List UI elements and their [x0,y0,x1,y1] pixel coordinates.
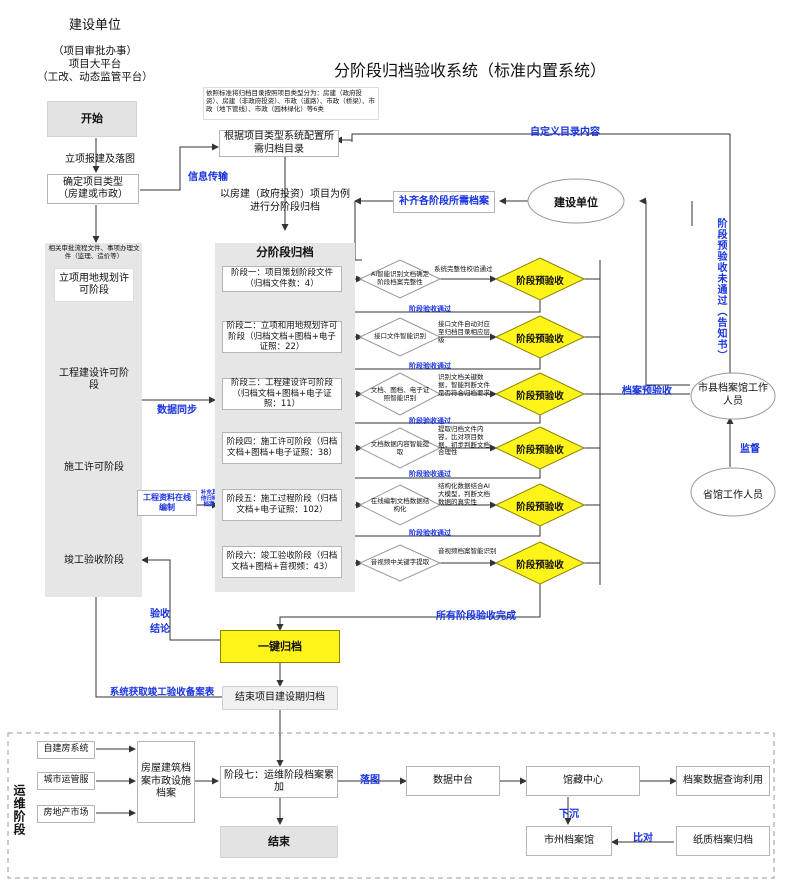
note-1: 系统完整性校验通过 [434,265,493,273]
stage-2-box: 阶段二：立项和用地规划许可阶段（归档文档+图档+电子证照：22） [222,321,342,353]
stage-panel-header: 分阶段归档 [256,245,314,259]
register-label: 立项报建及落图 [65,154,135,165]
approval-panel-header: 相关审批流程文件、事项办理文件（监理、造价等） [48,244,140,260]
acceptance-conclusion-label: 验收结论 [150,609,170,635]
info-transfer-label: 信息传输 [188,172,228,183]
diamond-1-label: AI智能识别文档确定阶段档案完整性 [370,270,430,286]
note-2: 接口文件自动对应至归档目录相应层级 [438,320,490,344]
stage-6-box: 阶段六：竣工验收阶段（归档文档+图档+音视频：43） [222,546,342,578]
note-4: 提取归档文件内容，比对项目数据，初步判断文档合理性 [438,425,490,457]
city-archive-box: 市州档案馆 [526,826,612,856]
ops-side-label: 运维阶段 [12,784,26,836]
stage7-box: 阶段七：运维阶段档案累加 [220,766,338,798]
diamond-5-label: 在线编制文档数据结构化 [370,497,430,513]
pre-accept-1: 阶段预验收 [516,276,564,287]
pass-label-4: 阶段验收通过 [409,470,451,478]
classification-note: 依照标准将归档目录按照项目类型分为：房建（政府投资）、房建（非政府投资）、市政（… [203,87,379,120]
stage-completion-box: 竣工验收阶段 [54,548,134,574]
pre-accept-4: 阶段预验收 [516,445,564,456]
stage-engineering-box: 工程建设许可阶段 [54,365,134,395]
stage-4-box: 阶段四：施工许可阶段（归档文档+图档+电子证照：38） [222,432,342,464]
stage-panel [215,243,355,592]
collection-center-box: 馆藏中心 [526,766,640,796]
top-org-label: 建设单位 [68,18,121,33]
builder-ellipse [527,178,625,224]
data-sync-label: 数据同步 [157,405,197,416]
sink-label: 下沉 [559,809,579,820]
ops-sys1: 自建房系统 [37,741,95,759]
end-archive-box: 结束项目建设期归档 [222,686,338,710]
compare-label: 比对 [633,833,653,844]
page-title: 分阶段归档验收系统（标准内置系统） [333,61,606,80]
diamond-6-label: 音视频中关键字提取 [370,558,430,566]
start-node: 开始 [47,101,137,137]
pass-label-5: 阶段验收通过 [409,529,451,537]
paper-archive-box: 纸质档案归档 [676,826,770,856]
note-5: 结构化数据结合AI大模型，判断文档数据的真实性 [438,482,490,506]
query-box: 档案数据查询利用 [676,766,770,796]
pre-accept-3: 阶段预验收 [516,391,564,402]
diamond-4-label: 文档数据内容智能提取 [370,440,430,456]
pre-accept-6: 阶段预验收 [516,560,564,571]
stage-3-box: 阶段三：工程建设许可阶段（归档文档+图档+电子证照：11） [222,378,342,410]
diamond-2-label: 接口文件智能识别 [374,332,426,340]
archive-pre-accept-label: 档案预验收 [622,386,672,397]
pass-label-1: 阶段验收通过 [409,305,451,313]
builder-label: 建设单位 [554,196,598,209]
pass-label-3: 阶段验收通过 [409,417,451,425]
stage-5-box: 阶段五：施工过程阶段（归档文档+电子证照：102） [222,489,342,521]
approval-panel [45,243,142,597]
archive-staff-label: 市县档案馆工作人员 [698,383,768,407]
note-3: 识别文档关键数据，智能判断文件是否符合归档要求 [438,373,490,397]
supplement-box: 补齐各阶段所需档案 [393,191,495,213]
stage-land-box: 立项用地规划许可阶段 [54,268,134,302]
config-catalog-box: 根据项目类型系统配置所需归档目录 [219,130,339,157]
end-node: 结束 [220,826,338,858]
ops-sys3: 房地产市场 [37,805,95,823]
provincial-staff-label: 省馆工作人员 [703,490,763,501]
one-key-archive-button: 一键归档 [220,630,340,663]
pre-accept-2: 阶段预验收 [516,334,564,345]
stage-1-box: 阶段一：项目策划阶段文件（归档文件数：4） [222,266,342,292]
data-center-box: 数据中台 [406,766,500,796]
ops-sys2: 城市运管服 [37,772,95,790]
not-passed-label: 阶段预验收未通过（告知书） [715,217,726,361]
supplement-small-label: 补充其他归档档案 [200,490,218,509]
all-accepted-label: 所有阶段验收完成 [436,611,516,622]
pre-accept-5: 阶段预验收 [516,502,564,513]
online-compile-box: 工程资料在线编制 [137,490,197,516]
stage-construction-box: 施工许可阶段 [54,455,134,481]
custom-catalog-label: 自定义目录内容 [530,127,600,138]
note-6: 音视频档案智能识别 [438,547,497,555]
pass-label-2: 阶段验收通过 [409,362,451,370]
diamond-3-label: 文档、图档、电子证照智能识别 [370,386,430,402]
platform-label: （项目审批办事） 项目大平台 （工改、动态监管平台） [37,45,153,84]
ops-archive-box: 房屋建筑档案市政设施档案 [137,741,195,823]
drop-label: 落图 [360,775,380,786]
project-type-box: 确定项目类型（房建或市政） [47,174,139,204]
system-fetch-label: 系统获取竣工验收备案表 [109,687,215,698]
supervise-label: 监督 [740,444,760,455]
example-label: 以房建（政府投资）项目为例进行分阶段归档 [220,189,350,213]
